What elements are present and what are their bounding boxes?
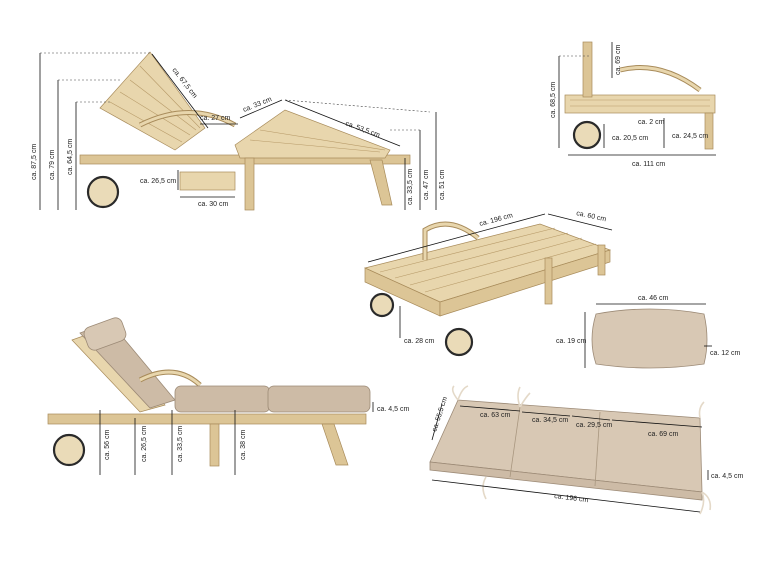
label-cush-33: ca. 33,5 cm bbox=[177, 426, 184, 462]
wheel-perspective-1 bbox=[369, 292, 395, 318]
label-front-2: ca. 2 cm bbox=[638, 119, 665, 126]
label-h-51: ca. 51 cm bbox=[439, 169, 446, 200]
label-gap-27: ca. 27 cm bbox=[200, 115, 231, 122]
label-front-68: ca. 68,5 cm bbox=[550, 82, 557, 118]
label-table-26: ca. 26,5 cm bbox=[140, 178, 176, 185]
label-front-69: ca. 69 cm bbox=[615, 44, 622, 75]
perspective-lounger: ca. 196 cm ca. 60 cm ca. 28 cm bbox=[363, 210, 613, 357]
label-h-33: ca. 33,5 cm bbox=[407, 169, 414, 205]
pillow: ca. 46 cm ca. 19 cm ca. 12 cm bbox=[556, 295, 741, 369]
leg-cushion bbox=[267, 385, 371, 413]
label-pillow-12: ca. 12 cm bbox=[710, 350, 741, 357]
label-top-196: ca. 196 cm bbox=[479, 212, 514, 228]
label-front-20: ca. 20,5 cm bbox=[612, 135, 648, 142]
flat-cushion-pad: ca. 55,5 cm ca. 63 cm ca. 34,5 cm ca. 29… bbox=[429, 385, 743, 515]
label-pillow-46: ca. 46 cm bbox=[638, 295, 669, 302]
label-side-height-79: ca. 79 cm bbox=[49, 149, 56, 180]
label-front-24: ca. 24,5 cm bbox=[672, 133, 708, 140]
side-view-lounger: ca. 87,5 cm ca. 79 cm ca. 64,5 cm ca. 67… bbox=[31, 51, 446, 211]
label-cush-38: ca. 38 cm bbox=[240, 429, 247, 460]
label-pad-69: ca. 69 cm bbox=[648, 431, 679, 438]
head-pillow bbox=[83, 317, 127, 351]
wheel-perspective-2 bbox=[444, 327, 474, 357]
wheel bbox=[86, 175, 120, 209]
label-front-111: ca. 111 cm bbox=[632, 161, 665, 168]
pillow-shape bbox=[591, 308, 708, 369]
seat-cushion bbox=[174, 385, 271, 413]
front-view-lounger: ca. 68,5 cm ca. 69 cm ca. 2 cm ca. 20,5 … bbox=[550, 41, 716, 168]
label-cush-26: ca. 26,5 cm bbox=[141, 426, 148, 462]
label-h-47: ca. 47 cm bbox=[423, 169, 430, 200]
label-pad-4-5: ca. 4,5 cm bbox=[711, 473, 743, 480]
label-side-height-total: ca. 87,5 cm bbox=[31, 144, 38, 180]
wheel-front bbox=[572, 120, 602, 150]
label-top-28: ca. 28 cm bbox=[404, 338, 435, 345]
label-pad-34: ca. 34,5 cm bbox=[532, 417, 568, 424]
label-cush-56: ca. 56 cm bbox=[104, 429, 111, 460]
label-cush-4-5: ca. 4,5 cm bbox=[377, 406, 409, 413]
label-pad-196: ca. 196 cm bbox=[554, 493, 589, 504]
label-mid-33: ca. 33 cm bbox=[242, 96, 273, 114]
wheel-cushioned bbox=[52, 433, 86, 467]
cushioned-lounger: ca. 4,5 cm ca. 56 cm ca. 26,5 cm ca. 33,… bbox=[47, 317, 409, 475]
label-pillow-19: ca. 19 cm bbox=[556, 338, 587, 345]
label-side-height-64: ca. 64,5 cm bbox=[67, 139, 74, 175]
backrest bbox=[99, 51, 206, 151]
label-top-60: ca. 60 cm bbox=[576, 210, 607, 223]
label-pad-29: ca. 29,5 cm bbox=[576, 422, 612, 429]
label-pad-63: ca. 63 cm bbox=[480, 412, 511, 419]
label-table-30: ca. 30 cm bbox=[198, 201, 229, 208]
